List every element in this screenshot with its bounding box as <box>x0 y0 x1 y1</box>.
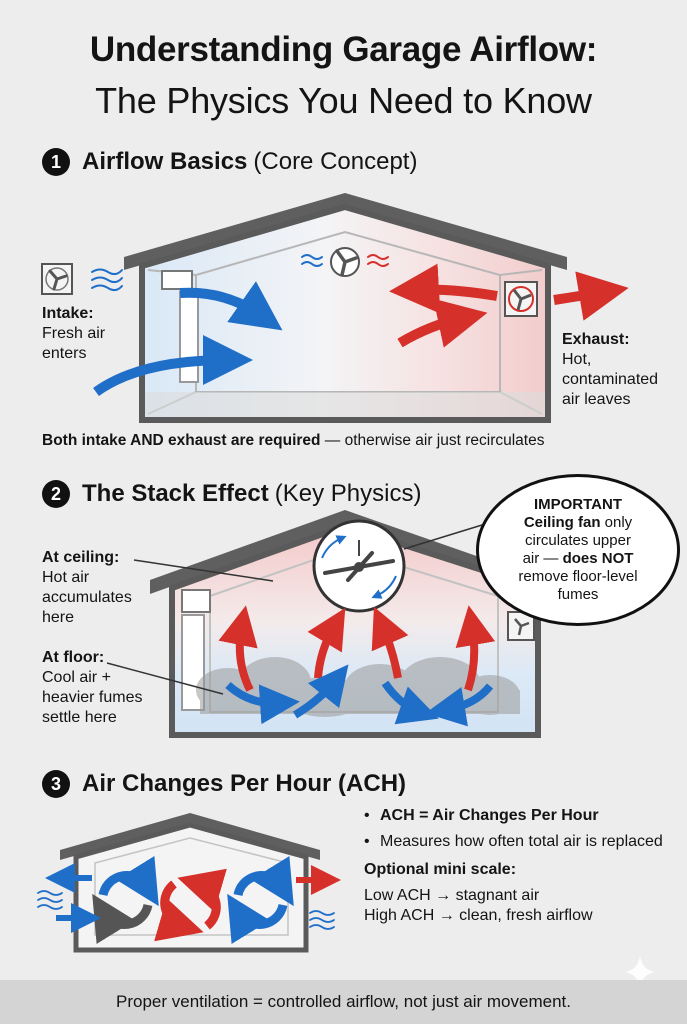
list-item: •ACH = Air Changes Per Hour <box>364 807 599 824</box>
section3-number: 3 <box>42 770 70 798</box>
fan-icon <box>330 247 360 277</box>
section1-note-rest: — otherwise air just recirculates <box>320 432 545 449</box>
ach-scale-high: High ACH → clean, fresh airflow <box>364 907 593 924</box>
section3-heading: 3 Air Changes Per Hour (ACH) <box>42 770 412 798</box>
intake-label-block: Intake: Fresh air enters <box>42 304 105 364</box>
ach-info-list: •ACH = Air Changes Per Hour •Measures ho… <box>364 806 664 926</box>
exhaust-text-1: Hot, <box>562 351 592 368</box>
section1-title: Airflow Basics <box>82 148 248 175</box>
ach-scale-title: Optional mini scale: <box>364 861 517 878</box>
section2-title: The Stack Effect <box>82 480 269 507</box>
garage-diagram-3 <box>45 813 341 953</box>
garage-diagram-1 <box>93 193 629 423</box>
intake-fan-icon <box>41 263 73 295</box>
ceiling-text-2: accumulates <box>42 589 132 606</box>
section2-number: 2 <box>42 480 70 508</box>
callout-bold-1: Ceiling fan <box>523 514 601 531</box>
section2-heading: 2 The Stack Effect (Key Physics) <box>42 480 421 508</box>
exhaust-text-2: contaminated <box>562 371 659 388</box>
callout-text-2: circulates upper <box>525 532 631 549</box>
callout-text-5: fumes <box>557 586 599 603</box>
footer-text: Proper ventilation = controlled airflow,… <box>116 992 571 1011</box>
list-item: •Measures how often total air is replace… <box>364 833 663 850</box>
floor-text-3: settle here <box>42 709 117 726</box>
important-callout: IMPORTANT Ceiling fan only circulates up… <box>476 474 680 626</box>
ceiling-text-1: Hot air <box>42 569 90 586</box>
section1-heading: 1 Airflow Basics (Core Concept) <box>42 148 417 176</box>
footer-banner: Proper ventilation = controlled airflow,… <box>0 980 687 1024</box>
section3-title: Air Changes Per Hour (ACH) <box>82 770 407 797</box>
wind-icon <box>301 254 389 267</box>
ceiling-fan-icon <box>312 519 406 613</box>
wind-icon <box>37 890 335 930</box>
floor-label: At floor: <box>42 649 105 666</box>
section1-note-bold: Both intake AND exhaust are required <box>42 432 321 449</box>
ceiling-leader-line <box>133 559 274 582</box>
exhaust-fan-icon <box>504 281 538 317</box>
circular-arrow-icon <box>92 856 294 944</box>
section1-number: 1 <box>42 148 70 176</box>
ceiling-label: At ceiling: <box>42 549 120 566</box>
exhaust-text-3: air leaves <box>562 391 631 408</box>
floor-text-2: heavier fumes <box>42 689 143 706</box>
ach-scale-low: Low ACH → stagnant air <box>364 887 540 904</box>
callout-title: IMPORTANT <box>533 496 623 513</box>
wind-icon <box>91 268 123 292</box>
intake-label: Intake: <box>42 305 94 322</box>
ach-bullet-1: ACH = Air Changes Per Hour <box>380 807 599 824</box>
exhaust-label-block: Exhaust: Hot, contaminated air leaves <box>562 330 658 410</box>
page-title-line2: The Physics You Need to Know <box>95 80 592 121</box>
callout-text-4: remove floor-level <box>518 568 638 585</box>
sparkle-icon <box>625 955 655 989</box>
intake-text-1: Fresh air <box>42 325 106 342</box>
section1-subtitle: (Core Concept) <box>253 148 418 175</box>
intake-text-2: enters <box>42 345 87 362</box>
callout-text-1: only <box>600 514 633 531</box>
callout-leader-line <box>403 524 483 550</box>
ceiling-label-block: At ceiling: Hot air accumulates here <box>42 548 132 628</box>
garage-diagram-2 <box>150 510 545 738</box>
callout-bold-2: does NOT <box>562 550 634 567</box>
section2-subtitle: (Key Physics) <box>274 480 422 507</box>
page-title-line1: Understanding Garage Airflow: <box>89 30 598 69</box>
ach-bullet-2: Measures how often total air is replaced <box>380 833 663 850</box>
floor-label-block: At floor: Cool air + heavier fumes settl… <box>42 648 143 728</box>
callout-text-3: air — <box>522 550 563 567</box>
exhaust-label: Exhaust: <box>562 331 630 348</box>
floor-text-1: Cool air + <box>42 669 111 686</box>
ceiling-text-3: here <box>42 609 75 626</box>
section1-note: Both intake AND exhaust are required — o… <box>42 432 544 450</box>
floor-leader-line <box>106 662 224 695</box>
